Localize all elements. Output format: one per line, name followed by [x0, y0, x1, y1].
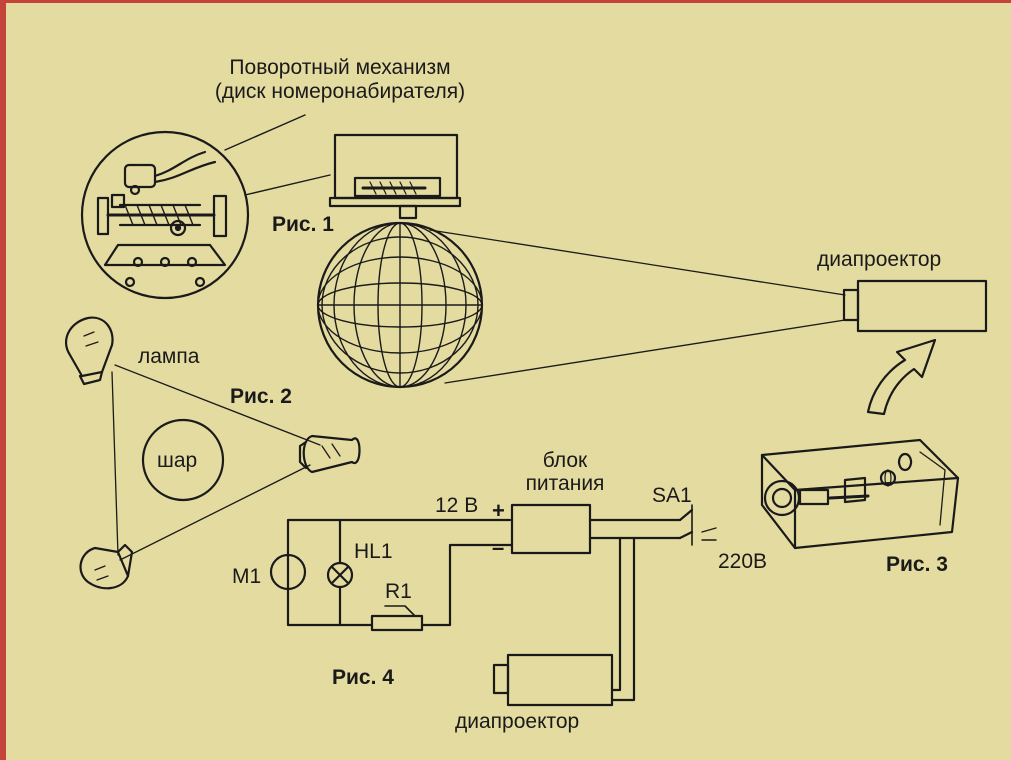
plus-sign: + [492, 498, 505, 523]
minus-sign: – [492, 535, 505, 560]
fig2-label: Рис. 2 [230, 385, 292, 408]
mechanism-detail-circle [80, 114, 331, 300]
ball-label: шар [157, 449, 198, 472]
mirror-ball [316, 221, 484, 389]
switch-sa1-label: SA1 [652, 484, 692, 507]
light-ray-upper [429, 229, 846, 296]
voltage-220v-label: 220В [718, 550, 768, 573]
light-ray-lower [444, 319, 846, 384]
lamp-label: лампа [138, 345, 200, 368]
mechanism-box [328, 133, 462, 220]
mechanism-title-line2: (диск номеронабирателя) [214, 80, 466, 103]
circuit-schematic [269, 503, 717, 707]
voltage-12v-label: 12 В [435, 494, 479, 517]
fig3-label: Рис. 3 [886, 553, 948, 576]
resistor-r1-label: R1 [385, 580, 412, 603]
psu-label-line1: блок [542, 449, 588, 472]
projector-cutaway [760, 438, 960, 550]
projector-icon-top [842, 279, 988, 333]
lamp-arrangement [64, 316, 361, 590]
fig4-label: Рис. 4 [332, 666, 394, 689]
mechanism-title-line1: Поворотный механизм [229, 56, 451, 79]
motor-m1-label: М1 [232, 565, 262, 588]
projector-label-top: диапроектор [817, 248, 942, 271]
curved-arrow-icon [866, 338, 937, 416]
psu-label-line2: питания [525, 472, 605, 495]
fig1-label: Рис. 1 [272, 213, 334, 236]
projector-label-bottom: диапроектор [455, 710, 580, 733]
lamp-hl1-label: HL1 [354, 540, 393, 563]
